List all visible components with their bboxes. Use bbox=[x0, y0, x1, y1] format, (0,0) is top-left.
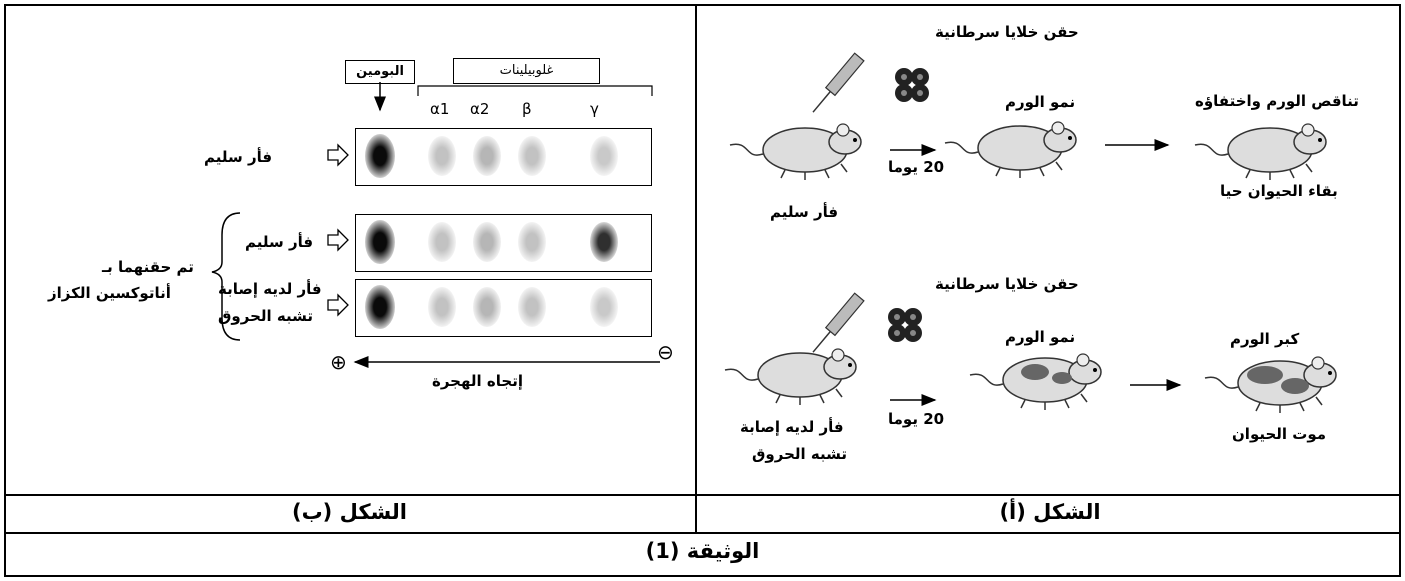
healthy-mouse-label: فأر سليم bbox=[770, 203, 839, 221]
bracket-label-2: أناتوكسين الكزاز bbox=[48, 284, 171, 302]
days-label-top: 20 يوما bbox=[888, 158, 945, 176]
row1-label: فأر سليم bbox=[204, 148, 273, 166]
document-frame bbox=[4, 4, 1401, 577]
burn-mouse-label-2: تشبه الحروق bbox=[752, 445, 847, 463]
fraction-label: α1 bbox=[430, 100, 450, 118]
enlarge-label: كبر الورم bbox=[1230, 330, 1300, 348]
fraction-label: α2 bbox=[470, 100, 490, 118]
gel-band-g bbox=[590, 222, 618, 262]
gel-band-b bbox=[518, 222, 546, 262]
document-title: الوثيقة (1) bbox=[645, 539, 760, 563]
row3-label-2: تشبه الحروق bbox=[218, 307, 313, 325]
caption-fig-a: الشكل (أ) bbox=[999, 500, 1101, 524]
row2-label: فأر سليم bbox=[245, 233, 314, 251]
fraction-label: γ bbox=[590, 100, 599, 118]
inject-label-bottom: حقن خلايا سرطانية bbox=[935, 275, 1079, 293]
gel-band-albumin bbox=[365, 285, 395, 329]
gel-band-a2 bbox=[473, 287, 501, 327]
regression-label: تناقص الورم واختفاؤه bbox=[1195, 92, 1359, 110]
inject-label-top: حقن خلايا سرطانية bbox=[935, 23, 1079, 41]
death-label: موت الحيوان bbox=[1232, 425, 1327, 443]
gel-band-a2 bbox=[473, 136, 501, 176]
growth-label-top: نمو الورم bbox=[1005, 93, 1076, 111]
survival-label: بقاء الحيوان حيا bbox=[1220, 182, 1338, 200]
gel-band-albumin bbox=[365, 220, 395, 264]
caption-fig-b: الشكل (ب) bbox=[291, 500, 408, 524]
gel-band-a1 bbox=[428, 136, 456, 176]
albumin-label: البومين bbox=[356, 64, 404, 79]
plus-icon: ⊕ bbox=[330, 350, 347, 374]
gel-band-a2 bbox=[473, 222, 501, 262]
fraction-label: β bbox=[522, 100, 532, 118]
growth-label-bottom: نمو الورم bbox=[1005, 328, 1076, 346]
bracket-label-1: تم حقنهما بـ bbox=[102, 258, 194, 276]
title-divider bbox=[4, 532, 1401, 534]
row3-label-1: فأر لديه إصابة bbox=[218, 280, 322, 298]
gel-band-b bbox=[518, 287, 546, 327]
days-label-bottom: 20 يوما bbox=[888, 410, 945, 428]
caption-divider bbox=[4, 494, 1401, 496]
gel-band-albumin bbox=[365, 134, 395, 178]
albumin-box: البومين bbox=[345, 60, 415, 84]
globulins-label: غلوبيلينات bbox=[499, 63, 554, 78]
gel-band-g bbox=[590, 136, 618, 176]
migration-label: إتجاه الهجرة bbox=[432, 372, 523, 390]
globulins-box: غلوبيلينات bbox=[453, 58, 600, 84]
gel-band-g bbox=[590, 287, 618, 327]
column-divider bbox=[695, 4, 697, 533]
burn-mouse-label-1: فأر لديه إصابة bbox=[740, 418, 844, 436]
gel-band-a1 bbox=[428, 287, 456, 327]
minus-icon: ⊖ bbox=[657, 340, 674, 364]
gel-band-a1 bbox=[428, 222, 456, 262]
gel-band-b bbox=[518, 136, 546, 176]
